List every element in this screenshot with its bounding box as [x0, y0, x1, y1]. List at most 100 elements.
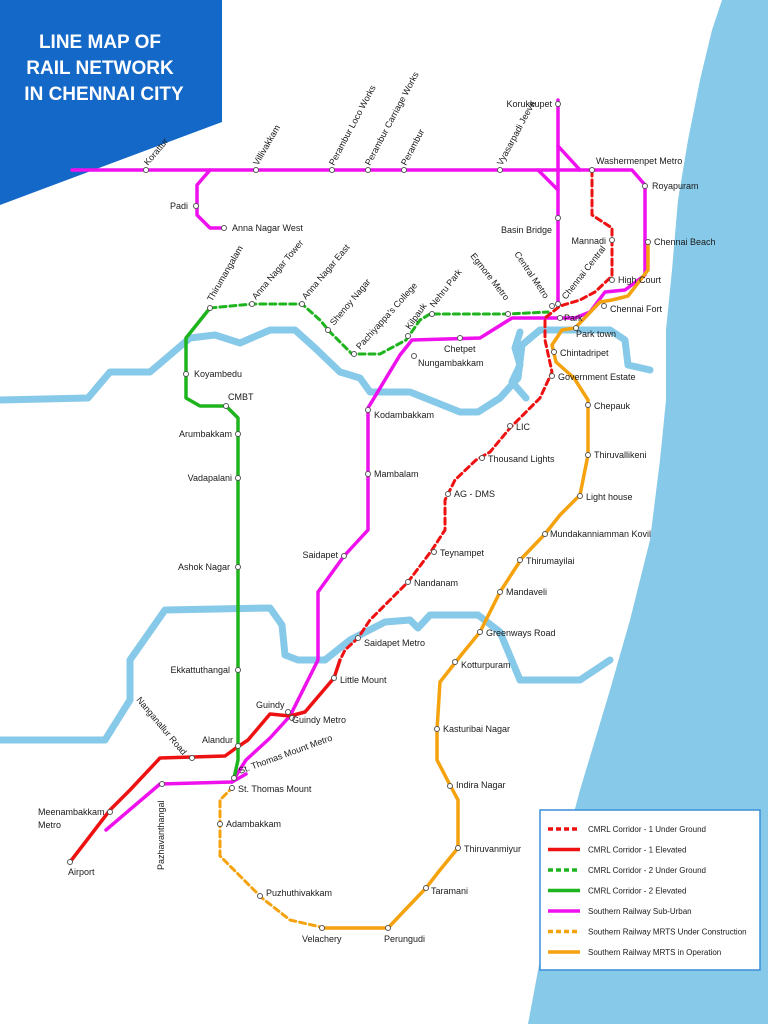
marker-kilpauk[interactable] [405, 333, 411, 339]
marker-ashok-nagar[interactable] [235, 564, 241, 570]
marker-perambur-carriage-works[interactable] [365, 167, 371, 173]
marker-saidapet-metro[interactable] [355, 635, 361, 641]
label-st-thomas-mount: St. Thomas Mount [238, 784, 312, 794]
label-pazhavanthangal: Pazhavanthangal [156, 800, 166, 870]
marker-alandur[interactable] [235, 743, 241, 749]
label-perambur: Perambur [399, 127, 426, 167]
marker-lic[interactable] [507, 423, 513, 429]
label-alandur: Alandur [202, 735, 233, 745]
marker-mambalam[interactable] [365, 471, 371, 477]
marker-egmore-metro[interactable] [505, 311, 511, 317]
label-nungambakkam: Nungambakkam [418, 358, 484, 368]
marker-perungudi[interactable] [385, 925, 391, 931]
marker-vyasarpadi-jeeva[interactable] [497, 167, 503, 173]
marker-koyambedu[interactable] [183, 371, 189, 377]
label-villivakkam: Villivakkam [251, 123, 282, 167]
marker-chennai-beach[interactable] [645, 239, 651, 245]
marker-indira-nagar[interactable] [447, 783, 453, 789]
label-guindy: Guindy [256, 700, 285, 710]
marker-guindy[interactable] [285, 709, 291, 715]
marker-anna-nagar-east[interactable] [299, 301, 305, 307]
marker-velachery[interactable] [319, 925, 325, 931]
marker-vadapalani[interactable] [235, 475, 241, 481]
suburban-line-west [70, 168, 647, 247]
marker-villivakkam[interactable] [253, 167, 259, 173]
label-adambakkam: Adambakkam [226, 819, 281, 829]
marker-ekkattuthangal[interactable] [235, 667, 241, 673]
marker-anna-nagar-west[interactable] [221, 225, 227, 231]
suburban-padi-branch [195, 168, 226, 230]
marker-high-court[interactable] [609, 277, 615, 283]
marker-thousand-lights[interactable] [479, 455, 485, 461]
marker-thirumangalam[interactable] [207, 305, 213, 311]
marker-greenways-road[interactable] [477, 629, 483, 635]
marker-park-town[interactable] [573, 325, 579, 331]
marker-mandaveli[interactable] [497, 589, 503, 595]
marker-korattur[interactable] [143, 167, 149, 173]
marker-puzhuthivakkam[interactable] [257, 893, 263, 899]
marker-chennai-fort[interactable] [601, 303, 607, 309]
marker-chintadripet[interactable] [551, 349, 557, 355]
marker-perambur[interactable] [401, 167, 407, 173]
marker-central-metro[interactable] [549, 303, 555, 309]
marker-guindy-metro[interactable] [289, 715, 295, 721]
marker-little-mount[interactable] [331, 675, 337, 681]
label-mundakanniamman-kovil: Mundakanniamman Kovil [550, 529, 651, 539]
marker-mannadi[interactable] [609, 237, 615, 243]
suburban-south-line [104, 316, 562, 832]
label-arumbakkam: Arumbakkam [179, 429, 232, 439]
label-meenambakkam-metro-line1: Meenambakkam [38, 807, 105, 817]
marker-thiruvanmiyur[interactable] [455, 845, 461, 851]
marker-government-estate[interactable] [549, 373, 555, 379]
cmrl-1-elevated [68, 658, 342, 864]
river-adyar [0, 604, 614, 744]
marker-ag-dms[interactable] [445, 491, 451, 497]
marker-nehru-park[interactable] [429, 311, 435, 317]
marker-light-house[interactable] [577, 493, 583, 499]
marker-perambur-loco-works[interactable] [329, 167, 335, 173]
marker-washermenpet-metro[interactable] [589, 167, 595, 173]
marker-park[interactable] [557, 315, 563, 321]
marker-royapuram[interactable] [642, 183, 648, 189]
marker-chepauk[interactable] [585, 402, 591, 408]
marker-st-thomas-mount[interactable] [229, 785, 235, 791]
marker-pazhavanthangal[interactable] [159, 781, 165, 787]
label-lic: LIC [516, 422, 531, 432]
marker-arumbakkam[interactable] [235, 431, 241, 437]
label-little-mount: Little Mount [340, 675, 387, 685]
title-background [0, 0, 222, 205]
marker-meenambakkam-metro[interactable] [107, 809, 113, 815]
label-kotturpuram: Kotturpuram [461, 660, 511, 670]
marker-airport[interactable] [67, 859, 73, 865]
marker-chetpet[interactable] [457, 335, 463, 341]
marker-kasturibai-nagar[interactable] [434, 726, 440, 732]
marker-anna-nagar-tower[interactable] [249, 301, 255, 307]
legend-label-6: Southern Railway MRTS Under Construction [588, 928, 747, 937]
marker-thiruvallikeni[interactable] [585, 452, 591, 458]
marker-taramani[interactable] [423, 885, 429, 891]
label-padi: Padi [170, 201, 188, 211]
marker-mundakanniamman-kovil[interactable] [542, 531, 548, 537]
marker-saidapet[interactable] [341, 553, 347, 559]
marker-shenoy-nagar[interactable] [325, 327, 331, 333]
marker-pachiyappas-college[interactable] [351, 351, 357, 357]
marker-kodambakkam[interactable] [365, 407, 371, 413]
marker-nanganallur-road[interactable] [189, 755, 195, 761]
title-line-1: LINE MAP OF [39, 32, 161, 53]
label-vadapalani: Vadapalani [188, 473, 232, 483]
marker-st-thomas-mount-metro[interactable] [231, 775, 237, 781]
marker-nungambakkam[interactable] [411, 353, 417, 359]
marker-teynampet[interactable] [431, 549, 437, 555]
marker-thirumayilai[interactable] [517, 557, 523, 563]
marker-korukkupet[interactable] [555, 101, 561, 107]
marker-kotturpuram[interactable] [452, 659, 458, 665]
label-chetpet: Chetpet [444, 344, 476, 354]
marker-cmbt[interactable] [223, 403, 229, 409]
marker-padi[interactable] [193, 203, 199, 209]
marker-basin-bridge[interactable] [555, 215, 561, 221]
marker-chennai-central[interactable] [555, 301, 561, 307]
marker-nandanam[interactable] [405, 579, 411, 585]
marker-adambakkam[interactable] [217, 821, 223, 827]
